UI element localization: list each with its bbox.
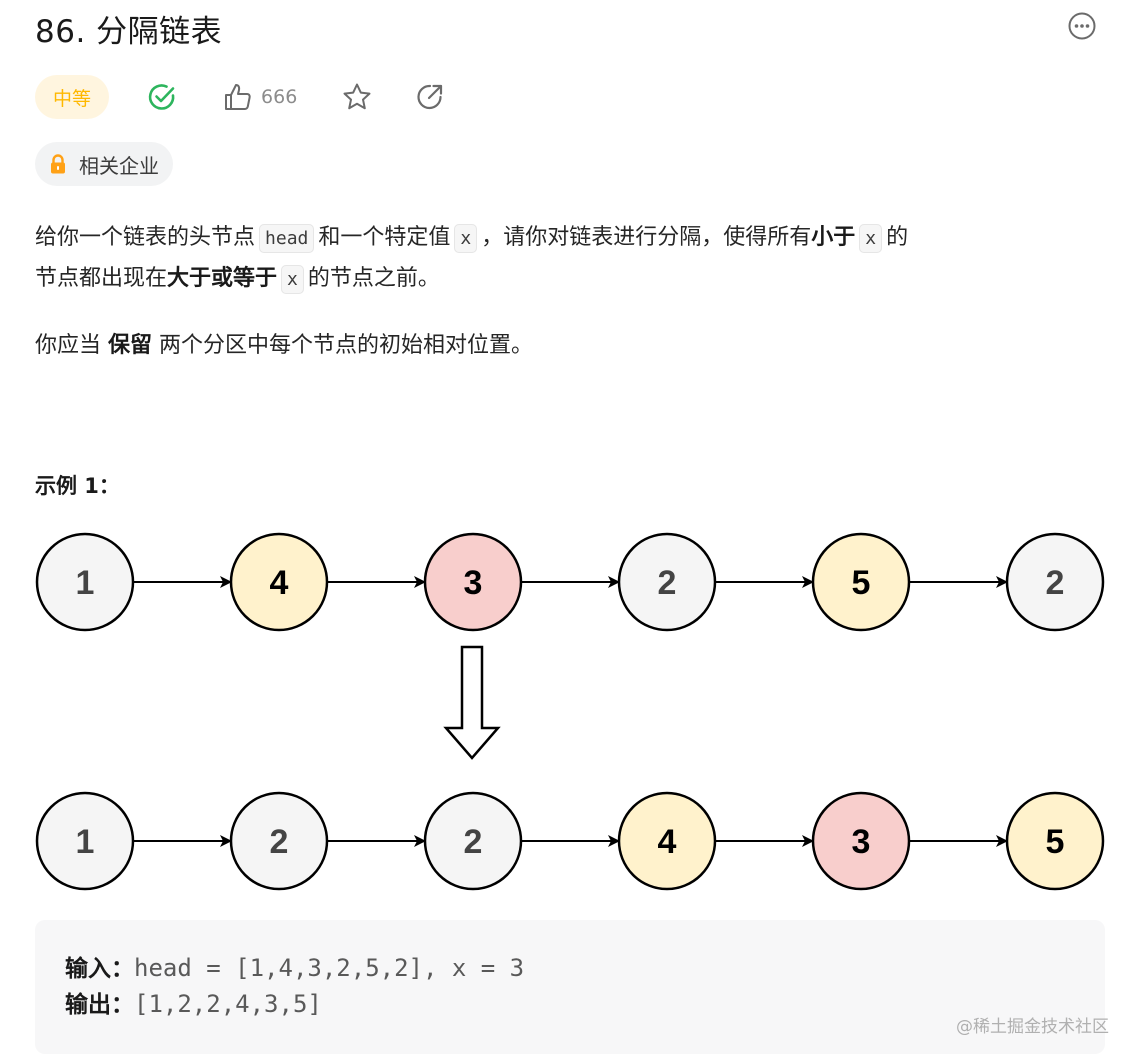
more-options-icon[interactable] <box>1067 11 1097 41</box>
solved-check-icon <box>147 82 177 112</box>
before-node <box>229 532 329 632</box>
bold-text: 大于或等于 <box>167 266 278 291</box>
after-node <box>229 791 329 891</box>
text: 和一个特定值 <box>318 225 451 250</box>
like-count: 666 <box>261 86 298 108</box>
output-line: 输出：[1,2,2,4,3,5] <box>65 986 322 1023</box>
after-node <box>811 791 911 891</box>
share-icon <box>417 84 443 110</box>
related-companies-tag[interactable]: 相关企业 <box>35 142 173 186</box>
text: 你应当 <box>35 333 102 358</box>
after-node <box>423 791 523 891</box>
list-after-partition: 1 2 2 4 3 5 <box>35 791 1105 891</box>
before-node-value: 1 <box>76 564 95 602</box>
before-node <box>617 532 717 632</box>
inline-code-x: x <box>454 224 478 253</box>
before-node-value: 2 <box>1046 564 1065 602</box>
after-node-value: 2 <box>270 823 289 861</box>
input-line: 输入：head = [1,4,3,2,5,2], x = 3 <box>65 950 524 987</box>
description-paragraph-2: 你应当 保留 两个分区中每个节点的初始相对位置。 <box>35 326 533 366</box>
list-before-partition: 1 4 3 2 5 2 <box>35 532 1105 632</box>
inline-code-x: x <box>859 224 883 253</box>
favorite-star-button[interactable] <box>341 81 373 113</box>
after-node-value: 3 <box>852 823 871 861</box>
before-node <box>35 532 135 632</box>
before-node <box>423 532 523 632</box>
inline-code-head: head <box>259 224 315 253</box>
after-node-value: 1 <box>76 823 95 861</box>
after-node <box>617 791 717 891</box>
output-value: [1,2,2,4,3,5] <box>134 990 322 1018</box>
text: 给你一个链表的头节点 <box>35 225 256 250</box>
before-node-value: 2 <box>658 564 677 602</box>
example-io-block: 输入：head = [1,4,3,2,5,2], x = 3 输出：[1,2,2… <box>35 920 1105 1054</box>
difficulty-badge: 中等 <box>35 75 110 119</box>
thumbs-up-icon <box>223 82 253 112</box>
after-node <box>35 791 135 891</box>
bold-text: 小于 <box>811 225 856 250</box>
text: 的节点之前。 <box>307 266 440 291</box>
problem-meta-row: 中等 666 <box>35 74 445 120</box>
before-node <box>811 532 911 632</box>
lock-icon <box>49 154 67 174</box>
input-label: 输入： <box>65 956 134 982</box>
inline-code-x: x <box>281 265 304 294</box>
bold-text: 保留 <box>108 333 153 358</box>
problem-title: 86. 分隔链表 <box>35 14 223 50</box>
before-node-value: 5 <box>852 564 871 602</box>
before-node-value: 3 <box>464 564 483 602</box>
watermark: @稀土掘金技术社区 <box>956 1017 1109 1037</box>
output-label: 输出： <box>65 992 134 1018</box>
like-button[interactable]: 666 <box>223 82 297 112</box>
text: ，请你对链表进行分隔，使得所有 <box>481 225 812 250</box>
text: 两个分区中每个节点的初始相对位置。 <box>159 333 534 358</box>
share-button[interactable] <box>415 82 445 112</box>
before-node <box>1005 532 1105 632</box>
before-node-value: 4 <box>270 564 289 602</box>
after-node-value: 4 <box>658 823 677 861</box>
down-arrow-icon <box>443 645 501 760</box>
text: 的 <box>886 225 909 250</box>
after-node-value: 2 <box>464 823 483 861</box>
linked-list-diagram: 1 4 3 2 5 2 1 2 2 4 3 5 <box>35 532 1105 891</box>
after-node <box>1005 791 1105 891</box>
example-title: 示例 1： <box>35 474 120 498</box>
text: 节点都出现在 <box>35 266 168 291</box>
after-node-value: 5 <box>1046 823 1065 861</box>
star-icon <box>343 83 371 110</box>
company-tag-label: 相关企业 <box>79 153 159 178</box>
input-value: head = [1,4,3,2,5,2], x = 3 <box>134 954 525 982</box>
